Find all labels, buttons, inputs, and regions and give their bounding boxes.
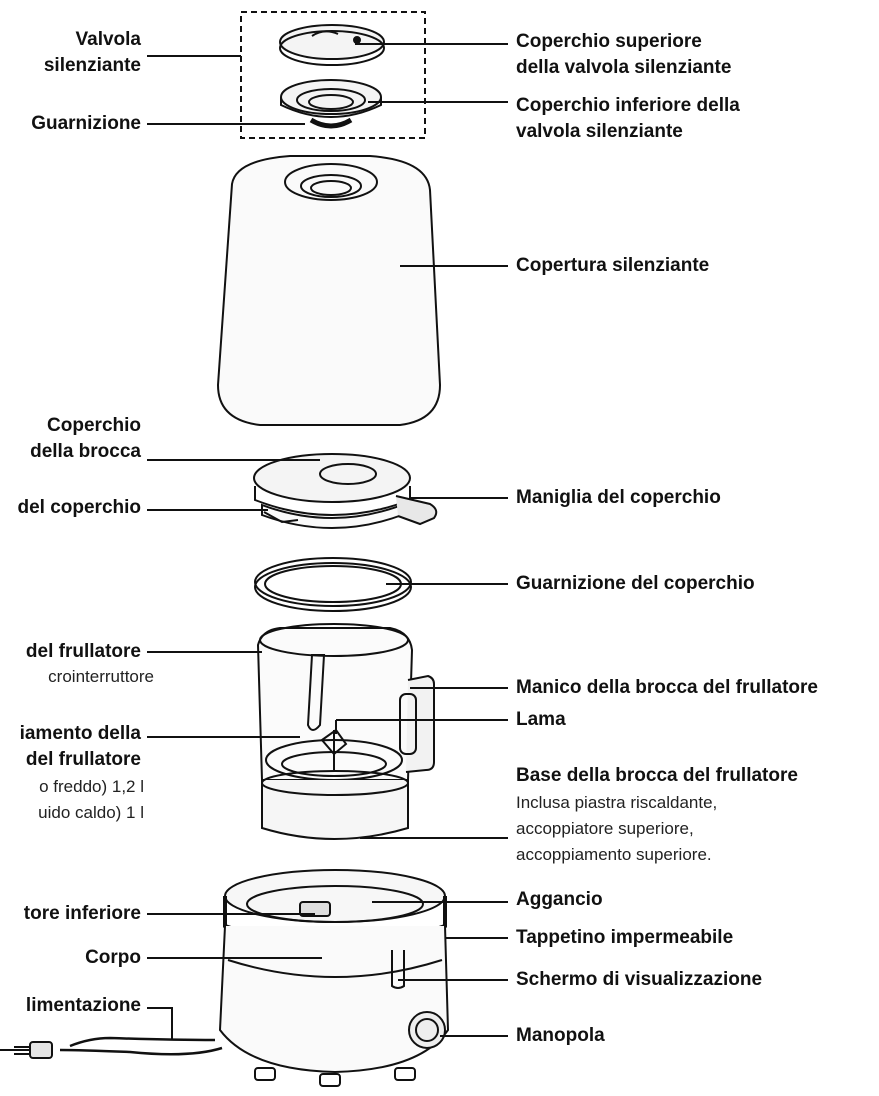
blender-jar xyxy=(256,623,435,840)
label-valve-bottom-1: Coperchio inferiore della xyxy=(516,95,740,116)
valve-top-cap xyxy=(279,24,385,66)
valve-bottom-cap xyxy=(280,79,382,129)
label-jar-base-sub2: accoppiatore superiore, xyxy=(516,819,694,838)
label-jar-1: del frullatore xyxy=(25,641,141,662)
label-body: Corpo xyxy=(85,947,141,968)
sound-cover xyxy=(216,155,442,426)
power-cord xyxy=(14,1036,223,1059)
label-cap-hot: uido caldo) 1 l xyxy=(38,803,144,822)
label-latch: Aggancio xyxy=(516,889,603,910)
label-knob: Manopola xyxy=(516,1025,605,1046)
label-lid-handle: Maniglia del coperchio xyxy=(516,487,721,508)
label-jar-handle: Manico della brocca del frullatore xyxy=(516,677,818,698)
label-valve-2: silenziante xyxy=(43,55,141,76)
motor-base xyxy=(218,869,450,1087)
valve-group-box xyxy=(240,11,426,139)
label-lid-tab: del coperchio xyxy=(17,497,141,518)
label-mat: Tappetino impermeabile xyxy=(516,927,734,948)
label-valve-top-2: della valvola silenziante xyxy=(516,57,732,78)
label-jar-lid-1: Coperchio xyxy=(47,415,141,436)
label-coupling-2: del frullatore xyxy=(25,749,141,770)
label-jar-base-sub3: accoppiamento superiore. xyxy=(516,845,712,864)
label-cap-cold: o freddo) 1,2 l xyxy=(39,777,144,796)
jar-lid xyxy=(253,453,438,529)
label-gasket: Guarnizione xyxy=(31,113,141,134)
label-display: Schermo di visualizzazione xyxy=(516,969,763,990)
label-valve-1: Valvola xyxy=(75,29,142,50)
label-jar-sub: crointerruttore xyxy=(48,667,154,686)
label-lid-gasket: Guarnizione del coperchio xyxy=(516,573,755,594)
label-valve-top-1: Coperchio superiore xyxy=(516,31,702,52)
label-blade: Lama xyxy=(516,709,566,730)
label-jar-lid-2: della brocca xyxy=(30,441,141,462)
label-lower-coupler: tore inferiore xyxy=(23,903,141,924)
leader-power xyxy=(147,1007,173,1040)
label-coupling-1: iamento della xyxy=(19,723,141,744)
label-power: limentazione xyxy=(25,995,141,1016)
label-sound-cover: Copertura silenziante xyxy=(516,255,710,276)
label-valve-bottom-2: valvola silenziante xyxy=(516,121,683,142)
label-jar-base-sub1: Inclusa piastra riscaldante, xyxy=(516,793,718,812)
label-jar-base: Base della brocca del frullatore xyxy=(516,765,798,786)
